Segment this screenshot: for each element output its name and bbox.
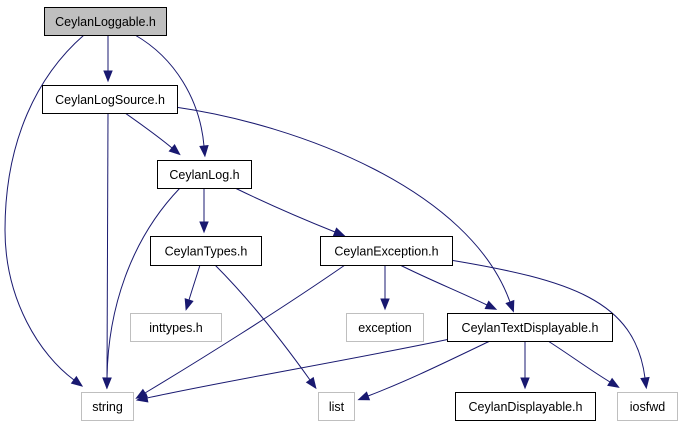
node-label: exception (358, 321, 412, 335)
node-label: CeylanDisplayable.h (469, 400, 583, 414)
edge-arrowhead (199, 221, 209, 234)
node-label: CeylanTypes.h (165, 245, 248, 259)
edge-arrowhead (70, 375, 84, 387)
edge-arrowhead (168, 144, 181, 156)
node-label: CeylanLoggable.h (55, 15, 156, 29)
node-box (318, 392, 355, 421)
node-label: CeylanTextDisplayable.h (462, 321, 599, 335)
node-box (130, 313, 222, 342)
edge-log-to-exception_h (234, 187, 346, 237)
node-label: CeylanLogSource.h (55, 93, 165, 107)
node-iosfwd: iosfwd (617, 392, 678, 421)
node-exception_h[interactable]: CeylanException.h (320, 236, 453, 266)
node-box (150, 236, 262, 266)
node-label: string (92, 400, 123, 414)
nodes-layer: CeylanLoggable.hCeylanLogSource.hCeylanL… (42, 7, 678, 421)
node-box (81, 392, 134, 421)
edge-arrowhead (640, 376, 650, 390)
edge-exception_h-to-iosfwd (449, 259, 650, 390)
node-box (157, 160, 252, 189)
edge-types-to-list (214, 264, 317, 390)
edge-arrowhead (520, 377, 530, 390)
edge-types-to-inttypes (184, 264, 201, 311)
node-label: inttypes.h (149, 321, 203, 335)
node-box (617, 392, 678, 421)
edge-arrowhead (199, 145, 209, 158)
node-box (42, 85, 178, 114)
edge-arrowhead (305, 376, 317, 390)
node-displayable[interactable]: CeylanDisplayable.h (455, 392, 596, 421)
edge-exception_h-to-textdisplayable (399, 264, 498, 310)
node-logsource[interactable]: CeylanLogSource.h (42, 85, 178, 114)
node-label: iosfwd (630, 400, 665, 414)
edge-arrowhead (102, 377, 112, 390)
node-textdisplayable[interactable]: CeylanTextDisplayable.h (447, 313, 613, 342)
node-loggable[interactable]: CeylanLoggable.h (44, 7, 167, 36)
node-log[interactable]: CeylanLog.h (157, 160, 252, 189)
node-box (44, 7, 167, 36)
node-label: list (329, 400, 345, 414)
node-types[interactable]: CeylanTypes.h (150, 236, 262, 266)
edge-logsource-to-textdisplayable (174, 106, 515, 313)
node-box (346, 313, 424, 342)
edge-logsource-to-log (124, 112, 181, 156)
edge-loggable-to-logsource (103, 35, 113, 83)
node-list: list (318, 392, 355, 421)
edge-exception_h-to-exception (380, 265, 390, 311)
edge-log-to-types (199, 188, 209, 234)
edge-loggable-to-log (134, 34, 209, 158)
edge-arrowhead (607, 377, 620, 388)
edge-textdisplayable-to-string (135, 338, 451, 403)
edge-textdisplayable-to-displayable (520, 341, 530, 390)
edge-arrowhead (135, 393, 149, 403)
edge-arrowhead (484, 300, 498, 310)
node-box (447, 313, 613, 342)
node-exception: exception (346, 313, 424, 342)
edge-textdisplayable-to-iosfwd (547, 340, 620, 388)
node-label: CeylanLog.h (169, 168, 239, 182)
edge-arrowhead (505, 299, 515, 313)
edge-textdisplayable-to-list (357, 340, 491, 401)
node-inttypes: inttypes.h (130, 313, 222, 342)
edge-arrowhead (332, 227, 346, 237)
edge-loggable-to-string (4, 34, 85, 387)
edge-logsource-to-string (102, 112, 112, 390)
edge-arrowhead (357, 391, 371, 401)
edge-log-to-string (102, 187, 181, 390)
edge-arrowhead (184, 298, 194, 311)
edges-layer (4, 34, 650, 403)
edge-arrowhead (380, 298, 390, 311)
node-box (455, 392, 596, 421)
node-string: string (81, 392, 134, 421)
edge-arrowhead (103, 70, 113, 83)
node-box (320, 236, 453, 266)
node-label: CeylanException.h (334, 245, 438, 259)
